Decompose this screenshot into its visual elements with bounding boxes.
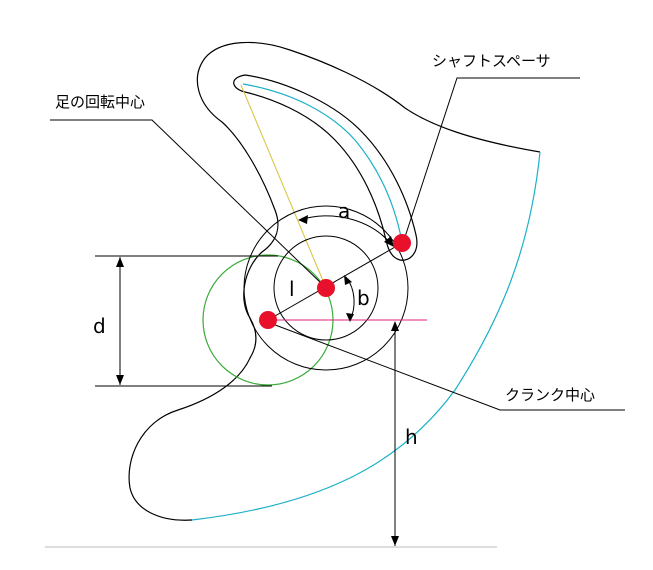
- slot-outline: [233, 74, 418, 261]
- label-foot-rotation-center: 足の回転中心: [55, 93, 145, 111]
- leader-shaft-spacer: [403, 77, 580, 241]
- rotation-circle-large: [243, 205, 409, 371]
- arrowhead-d-bottom: [116, 375, 124, 385]
- arrowhead-d-top: [116, 257, 124, 267]
- leader-foot-rotation-center: [50, 119, 324, 286]
- leg-outline: [128, 41, 541, 521]
- yellow-link-line: [240, 84, 327, 289]
- label-shaft-spacer: シャフトスペーサ: [432, 52, 551, 70]
- leg-outer-edge: [191, 151, 541, 521]
- dimension-arc-a: [299, 215, 393, 246]
- crank-center-pivot: [259, 311, 277, 329]
- link-line-l: [267, 242, 403, 321]
- leader-crank-center: [269, 322, 625, 411]
- rotation-circle-small: [273, 235, 379, 341]
- label-l: l: [289, 277, 295, 301]
- label-crank-center: クランク中心: [505, 386, 595, 404]
- slot-centerline: [242, 83, 403, 243]
- arrowhead-h-top: [391, 321, 399, 331]
- arrowhead-b-top: [344, 275, 352, 285]
- foot-rotation-pivot: [317, 279, 335, 297]
- label-a: a: [338, 199, 350, 223]
- arrowhead-a-right: [384, 236, 394, 247]
- arrowhead-a-left: [298, 215, 308, 224]
- label-d: d: [93, 314, 106, 338]
- arrowhead-b-bottom: [346, 313, 354, 322]
- label-h: h: [405, 425, 418, 449]
- arrowhead-h-bottom: [391, 536, 399, 546]
- shaft-spacer-pivot: [393, 234, 411, 252]
- label-b: b: [357, 286, 370, 310]
